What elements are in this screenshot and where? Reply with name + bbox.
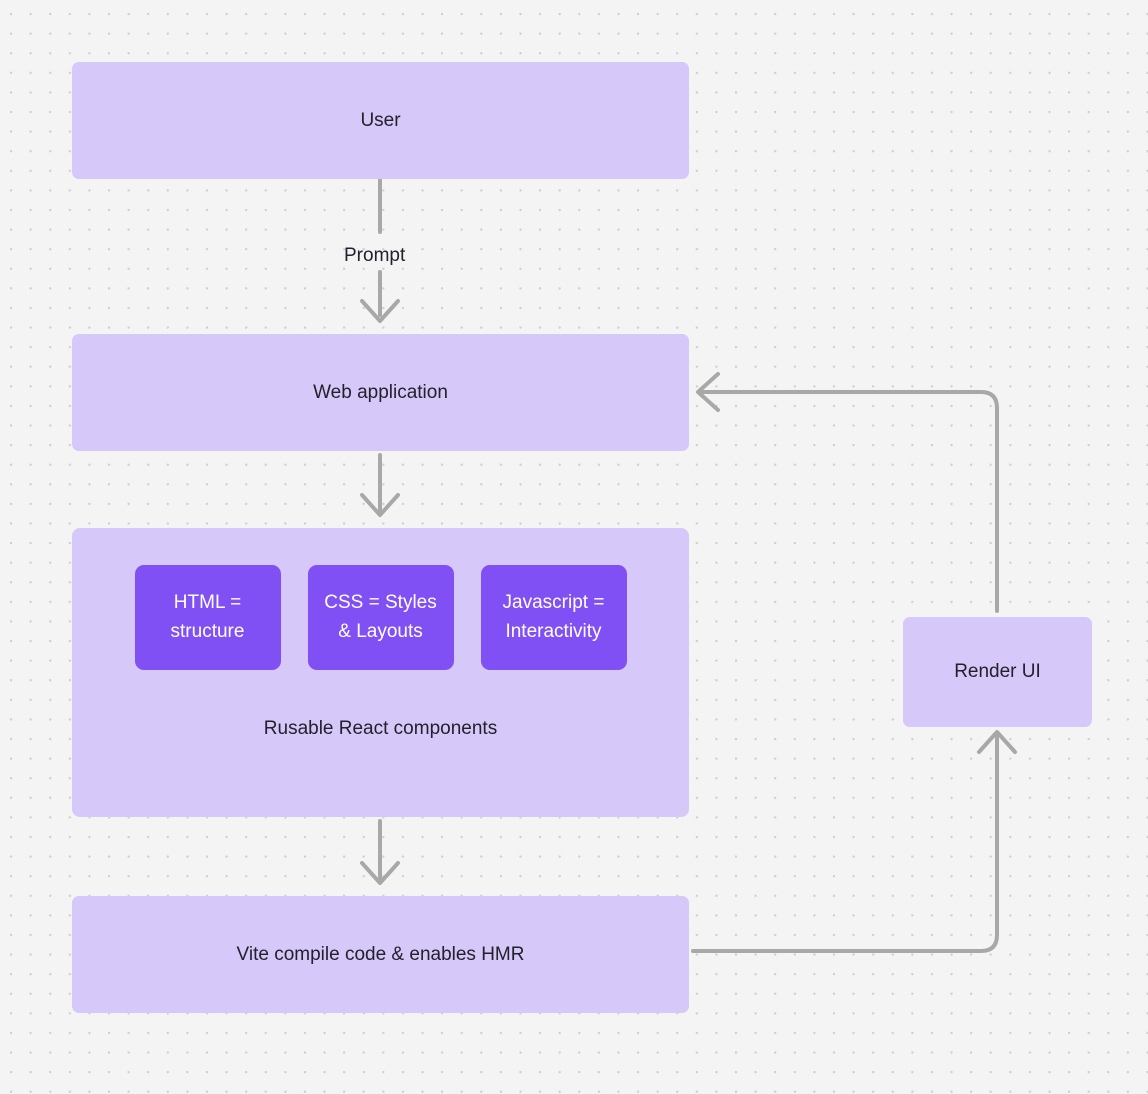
node-vite[interactable]: Vite compile code & enables HMR [72,896,689,1013]
edge-components-to-vite [360,819,400,885]
node-user-label: User [360,109,401,131]
chip-css[interactable]: CSS = Styles & Layouts [307,565,454,670]
node-user[interactable]: User [72,62,689,179]
edge-render-to-webapp [696,372,999,613]
node-react-components[interactable]: HTML = structure CSS = Styles & Layouts … [72,528,689,817]
chip-javascript[interactable]: Javascript = Interactivity [480,565,627,670]
node-web-application-label: Web application [313,381,448,403]
edge-vite-to-render [691,730,1017,953]
chip-html[interactable]: HTML = structure [134,565,281,670]
chip-row: HTML = structure CSS = Styles & Layouts … [72,565,689,670]
node-render-ui-label: Render UI [954,661,1041,683]
edge-webapp-to-components [360,453,400,517]
node-render-ui[interactable]: Render UI [903,617,1092,727]
node-web-application[interactable]: Web application [72,334,689,451]
chip-html-label: HTML = structure [170,591,245,642]
node-react-components-caption: Rusable React components [263,718,498,739]
node-vite-label: Vite compile code & enables HMR [236,943,525,965]
chip-css-label: CSS = Styles & Layouts [324,591,437,642]
edge-label-prompt: Prompt [344,245,406,266]
chip-javascript-label: Javascript = Interactivity [502,591,605,642]
